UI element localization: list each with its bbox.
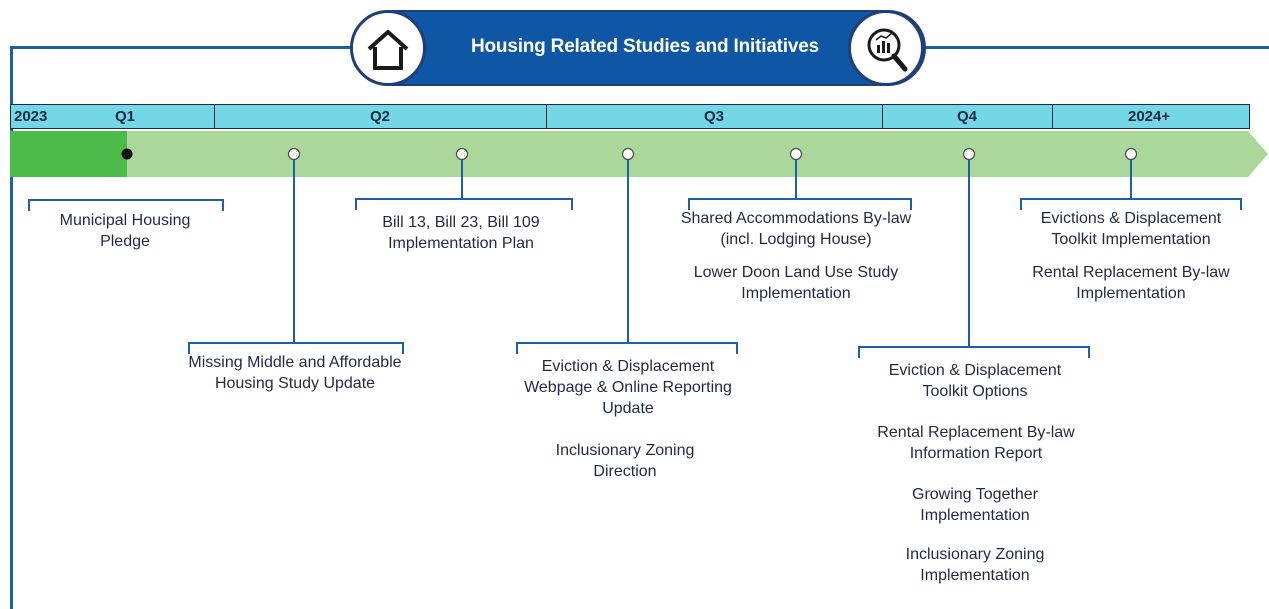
item-eviction-webpage: Eviction & Displacement Webpage & Online…	[524, 358, 732, 417]
stem-q3-a	[627, 160, 629, 343]
bracket-eviction-options	[858, 346, 1090, 358]
milestone-marker-q2-a	[287, 147, 301, 161]
page-title: Housing Related Studies and Initiatives	[471, 36, 819, 57]
year-label: 2023	[14, 108, 48, 125]
quarter-q3-label: Q3	[704, 108, 725, 125]
bracket-shared	[688, 198, 912, 210]
magnifier-chart-icon	[848, 10, 924, 86]
milestone-marker-q4	[962, 147, 976, 161]
item-eviction-toolkit-implementation: Evictions & Displacement Toolkit Impleme…	[1040, 210, 1222, 248]
item-shared-accommodations: Shared Accommodations By-law (incl. Lodg…	[680, 210, 912, 248]
quarter-q1-label: Q1	[115, 108, 136, 125]
quarter-q2-label: Q2	[370, 108, 391, 125]
bracket-missing-middle	[188, 342, 404, 354]
stem-q3-b	[795, 160, 797, 198]
stem-2024	[1130, 160, 1132, 198]
frame-top-right	[924, 46, 1269, 49]
bracket-bills	[355, 198, 573, 210]
quarter-q3-cell	[546, 104, 884, 129]
stem-q4	[968, 160, 970, 347]
quarter-q2-cell	[214, 104, 548, 129]
house-icon	[350, 10, 426, 86]
frame-left	[10, 46, 13, 609]
item-growing-together: Growing Together Implementation	[912, 486, 1038, 524]
stem-q2-b	[461, 160, 463, 198]
milestone-marker-q3-a	[621, 147, 635, 161]
timeline-arrow-shape	[10, 131, 1268, 177]
frame-top-left	[10, 46, 356, 49]
quarter-q4-label: Q4	[957, 108, 978, 125]
item-lower-doon: Lower Doon Land Use Study Implementation	[693, 264, 899, 302]
milestone-marker-q3-b	[789, 147, 803, 161]
milestone-marker-q2-b	[455, 147, 469, 161]
quarter-q4-cell	[882, 104, 1054, 129]
item-rental-replacement-report: Rental Replacement By-law Information Re…	[877, 424, 1075, 462]
item-bill-implementation: Bill 13, Bill 23, Bill 109 Implementatio…	[382, 214, 540, 252]
bracket-pledge	[28, 199, 224, 211]
item-missing-middle: Missing Middle and Affordable Housing St…	[188, 354, 402, 392]
item-inclusionary-zoning-implementation: Inclusionary Zoning Implementation	[905, 546, 1045, 584]
quarter-2024-cell	[1052, 104, 1250, 129]
quarter-q1-cell	[10, 104, 216, 129]
item-municipal-housing-pledge: Municipal Housing Pledge	[59, 212, 191, 250]
current-marker	[121, 148, 133, 160]
item-eviction-toolkit-options: Eviction & Displacement Toolkit Options	[888, 362, 1062, 400]
stem-q2-a	[293, 160, 295, 343]
quarter-2024-label: 2024+	[1128, 108, 1171, 125]
bracket-eviction-impl	[1020, 198, 1242, 210]
item-rental-replacement-implementation: Rental Replacement By-law Implementation	[1032, 264, 1230, 302]
item-inclusionary-zoning-direction: Inclusionary Zoning Direction	[555, 442, 695, 480]
timeline-progress	[10, 131, 127, 177]
milestone-marker-2024	[1124, 147, 1138, 161]
bracket-eviction-webpage	[516, 342, 738, 354]
